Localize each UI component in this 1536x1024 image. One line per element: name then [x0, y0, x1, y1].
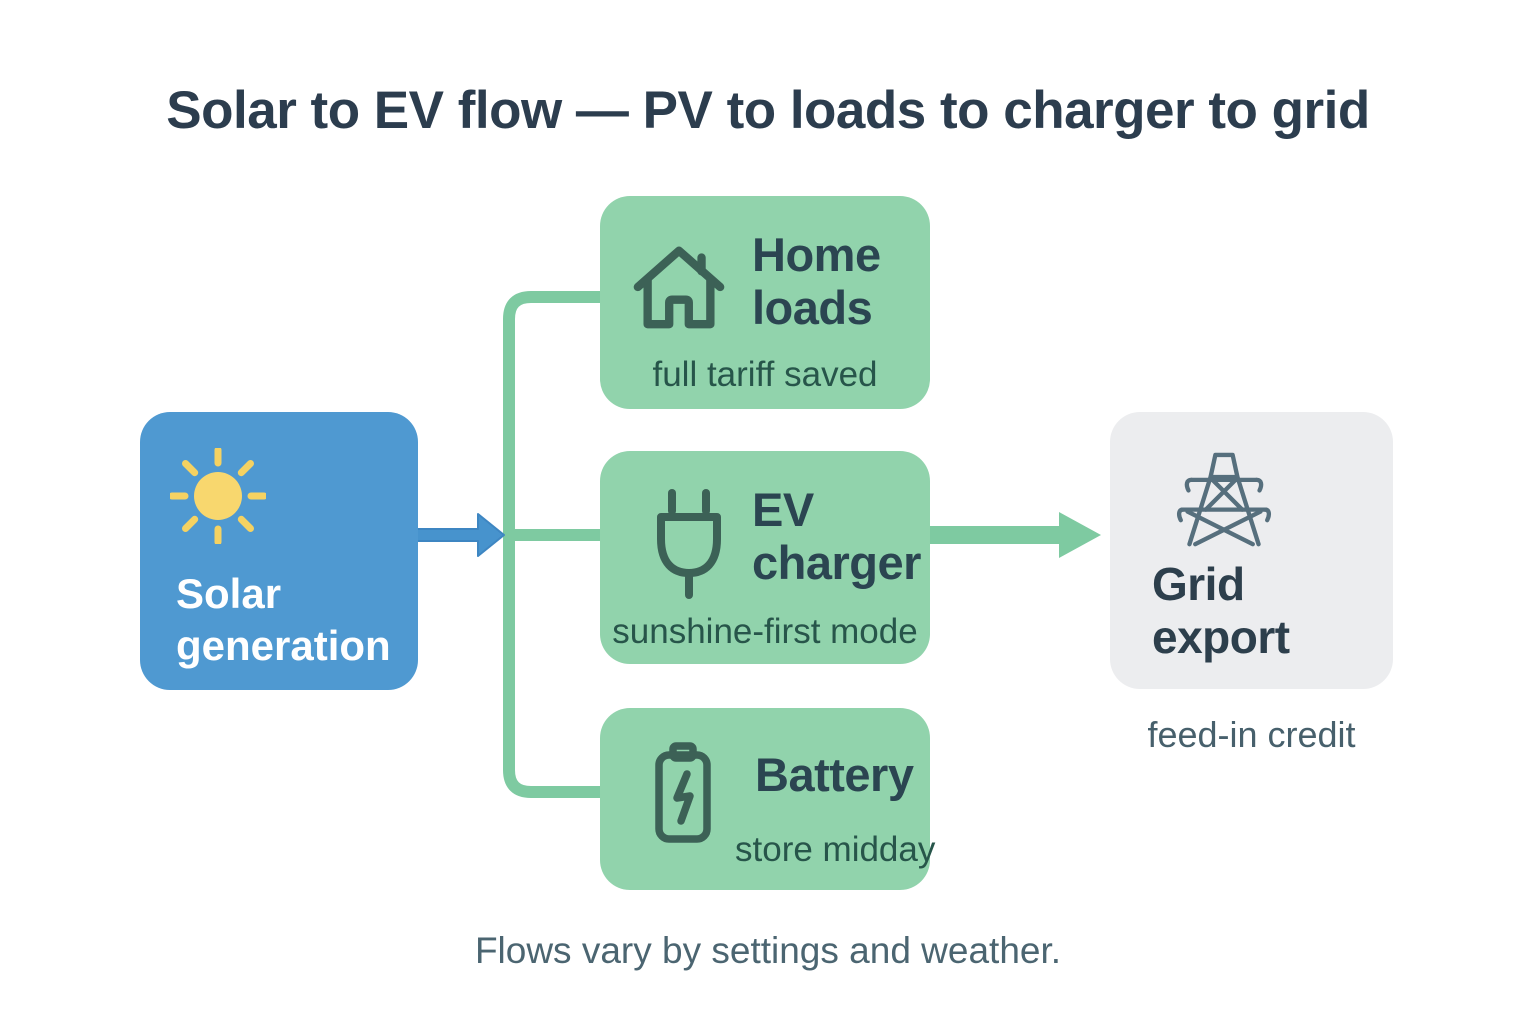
sun-icon — [170, 448, 266, 544]
ev-charger-title-line2: charger — [752, 536, 921, 589]
tower-icon — [1176, 452, 1272, 547]
connector-branches — [503, 291, 600, 798]
battery-title: Battery — [755, 748, 914, 801]
grid-export-title-line2: export — [1152, 611, 1290, 663]
grid-export-title-line1: Grid — [1152, 558, 1245, 610]
ev-charger-node: EV charger sunshine-first mode — [600, 451, 930, 664]
ev-charger-title: EV charger — [752, 483, 921, 589]
solar-node-label: Solar generation — [176, 568, 391, 672]
footer-note: Flows vary by settings and weather. — [474, 930, 1062, 971]
grid-export-title: Grid export — [1152, 558, 1290, 664]
solar-generation-node: Solar generation — [140, 412, 418, 690]
home-loads-title: Home loads — [752, 228, 881, 334]
grid-export-caption: feed-in credit — [1147, 714, 1356, 755]
ev-charger-subtitle: sunshine-first mode — [612, 612, 918, 651]
battery-subtitle: store midday — [735, 830, 936, 869]
grid-export-node: Grid export — [1110, 412, 1393, 689]
house-icon — [633, 246, 725, 329]
solar-to-loads-arrow — [416, 513, 505, 557]
home-loads-subtitle: full tariff saved — [652, 355, 878, 394]
solar-node-label-line1: Solar — [176, 570, 282, 617]
page-title: Solar to EV flow — PV to loads to charge… — [166, 81, 1370, 140]
battery-icon — [655, 742, 711, 843]
home-loads-title-line1: Home — [752, 228, 881, 281]
charger-to-grid-arrow — [930, 512, 1101, 558]
home-loads-node: Home loads full tariff saved — [600, 196, 930, 409]
ev-charger-title-line1: EV — [752, 483, 814, 536]
plug-icon — [657, 489, 721, 599]
home-loads-title-line2: loads — [752, 281, 873, 334]
solar-node-label-line2: generation — [176, 622, 391, 669]
battery-node: Battery store midday — [600, 708, 935, 890]
